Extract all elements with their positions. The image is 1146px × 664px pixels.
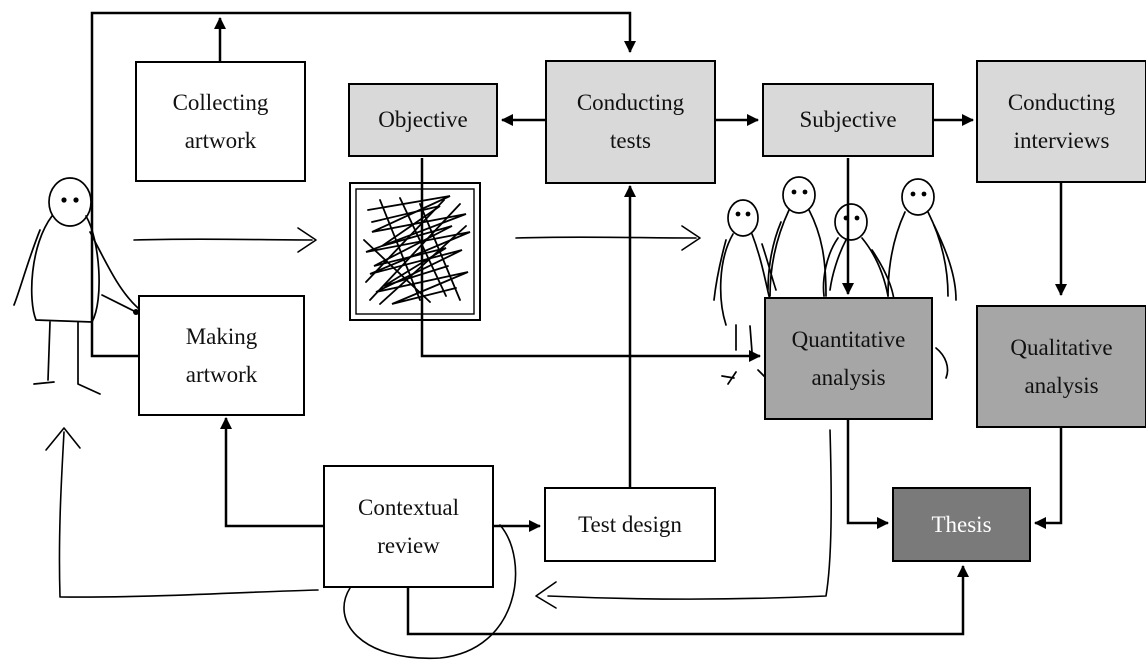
qualitative-analysis-label: Qualitative analysis [1010, 334, 1113, 398]
collecting-artwork-box: Collecting artwork [135, 61, 306, 182]
connector-qual-to-thesis [1034, 428, 1063, 529]
sketch-arrow-2 [515, 236, 697, 239]
connector-quant-to-thesis [846, 420, 889, 529]
researcher-figure-icon [13, 177, 139, 395]
sketch-arrow-1 [133, 238, 313, 241]
conducting-interviews-box: Conducting interviews [976, 60, 1146, 183]
thesis-box: Thesis [892, 487, 1031, 562]
audience-figures-icon [713, 176, 957, 385]
connector-objective-to-quant [420, 158, 761, 362]
conducting-tests-label: Conducting tests [576, 90, 685, 153]
conducting-tests-box: Conducting tests [545, 60, 716, 184]
contextual-review-label: Contextual review [358, 494, 459, 558]
collecting-artwork-label: Collecting artwork [172, 89, 269, 153]
quantitative-analysis-box: Quantitative analysis [764, 297, 933, 420]
sketch-loop-review [343, 524, 517, 659]
objective-box: Objective [348, 83, 498, 157]
test-design-label: Test design [578, 511, 682, 537]
making-artwork-label: Making artwork [185, 323, 258, 387]
quantitative-analysis-label: Quantitative analysis [791, 326, 906, 390]
qualitative-analysis-box: Qualitative analysis [976, 305, 1146, 428]
connector-review-to-thesis [406, 565, 969, 636]
making-artwork-box: Making artwork [138, 295, 305, 416]
connector-review-to-making [220, 417, 323, 528]
subjective-label: Subjective [799, 107, 897, 133]
conducting-interviews-label: Conducting interviews [1007, 89, 1116, 153]
thesis-label: Thesis [931, 511, 992, 537]
test-design-box: Test design [544, 487, 716, 562]
scribbled-artwork-icon [349, 182, 481, 321]
objective-label: Objective [378, 107, 468, 133]
sketch-feedback-loop-left [58, 431, 319, 598]
connector-making-to-tests [90, 11, 636, 358]
contextual-review-box: Contextual review [323, 465, 494, 588]
sketch-feedback-loop-quant [547, 429, 832, 600]
subjective-box: Subjective [762, 83, 934, 157]
